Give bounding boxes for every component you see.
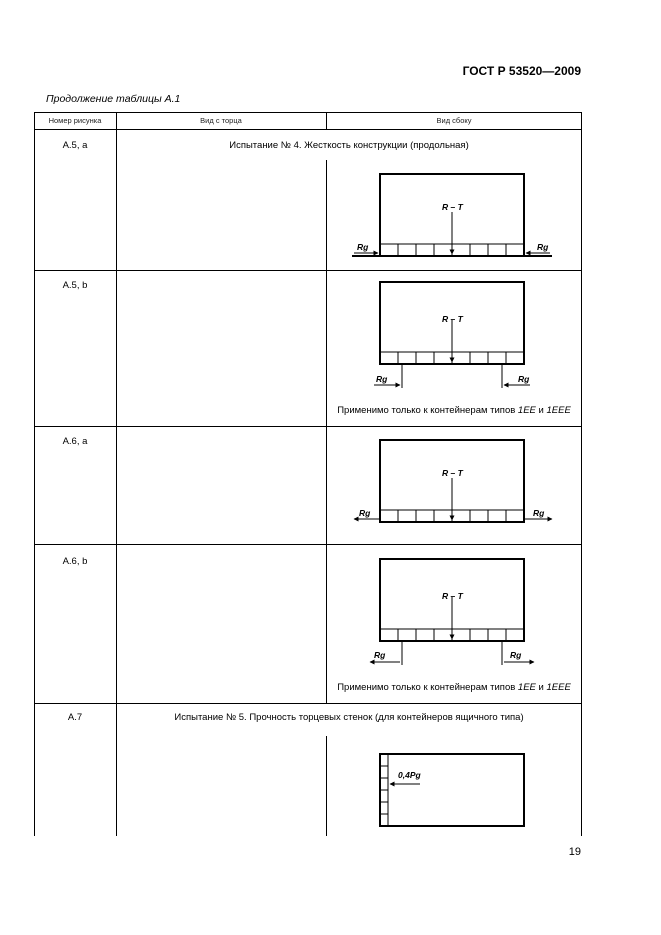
table-grid	[34, 112, 582, 836]
figure-label: Rg	[376, 374, 388, 384]
col-header-figure-number: Номер рисунка	[48, 116, 102, 125]
figure-a6b	[369, 558, 535, 665]
figure-a7	[379, 753, 525, 827]
test-title: Испытание № 4. Жесткость конструкции (пр…	[229, 140, 469, 151]
table-caption: Продолжение таблицы А.1	[46, 93, 181, 105]
figure-a5b	[374, 281, 530, 388]
figure-label: Rg	[359, 508, 371, 518]
row-id: А.6, а	[62, 436, 88, 447]
figure-a5a	[352, 173, 552, 257]
row-id: А.5, b	[62, 280, 88, 291]
row-id: А.6, b	[62, 556, 88, 567]
figure-label: Rg	[537, 242, 549, 252]
figure-label: Rg	[374, 650, 386, 660]
test-title: Испытание № 5. Прочность торцевых стенок…	[174, 712, 524, 723]
figure-a6a	[353, 439, 553, 523]
row-id: А.7	[67, 712, 83, 723]
figure-label: Rg	[357, 242, 369, 252]
figure-label: R – T	[442, 468, 463, 478]
col-header-end-view: Вид с торца	[200, 116, 242, 125]
data-table: Номер рисунка Вид с торца Вид сбоку А.5,…	[34, 112, 582, 836]
applicability-note: Применимо только к контейнерам типов 1ЕЕ…	[337, 405, 571, 416]
figure-label: R – T	[442, 591, 463, 601]
doc-code: ГОСТ Р 53520—2009	[462, 64, 581, 78]
row-id: А.5, а	[62, 140, 88, 151]
figure-label: R – T	[442, 202, 463, 212]
applicability-note: Применимо только к контейнерам типов 1ЕЕ…	[337, 682, 571, 693]
figure-label: 0,4Pg	[398, 770, 421, 780]
figure-label: Rg	[510, 650, 522, 660]
figure-label: Rg	[533, 508, 545, 518]
col-header-side-view: Вид сбоку	[436, 116, 472, 125]
page-number: 19	[568, 846, 581, 858]
figure-label: Rg	[518, 374, 530, 384]
figure-label: R – T	[442, 314, 463, 324]
